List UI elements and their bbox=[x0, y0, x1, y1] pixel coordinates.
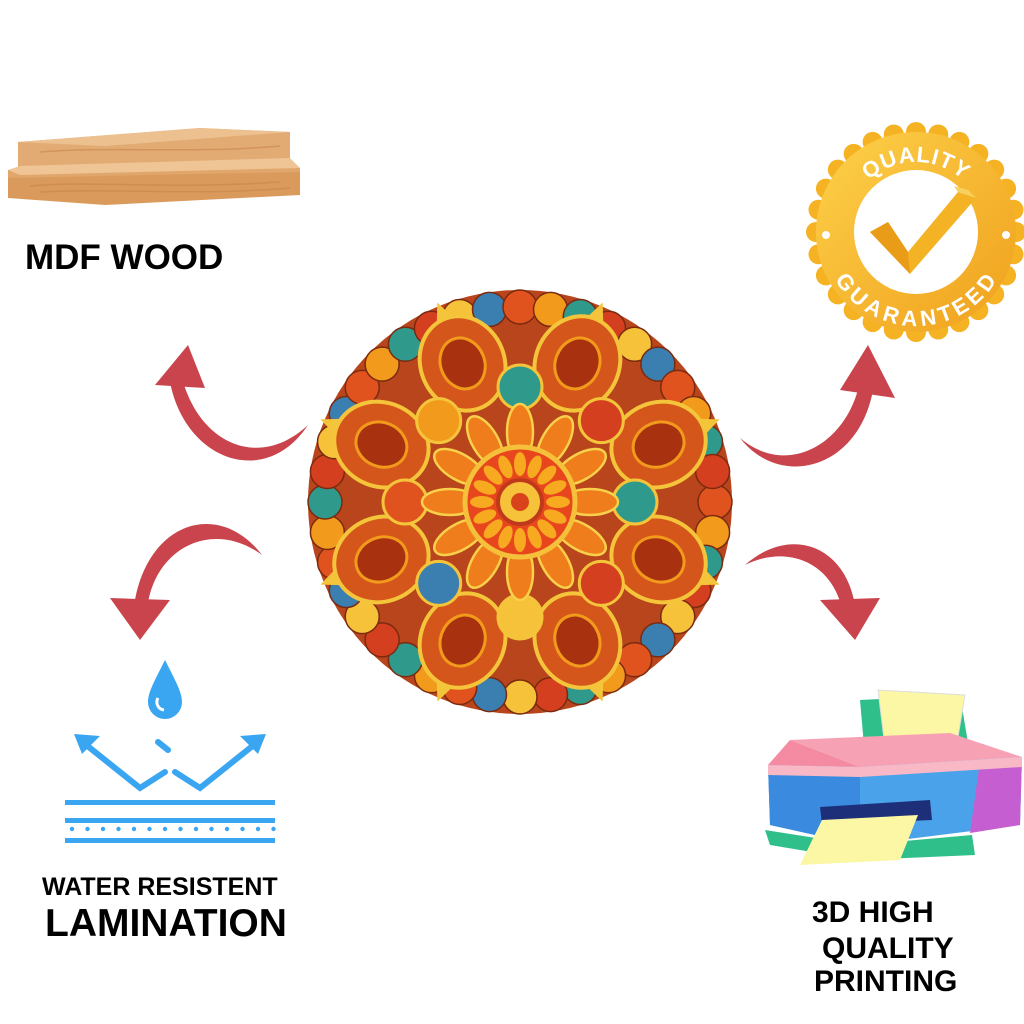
printing-label-line3: PRINTING bbox=[814, 965, 958, 998]
quality-badge-icon: QUALITY GUARANTEED bbox=[806, 122, 1024, 342]
wood-planks-icon bbox=[8, 128, 300, 205]
water-label-line2: LAMINATION bbox=[45, 902, 287, 945]
printing-label-line2: QUALITY bbox=[822, 932, 954, 965]
water-label-line1: WATER RESISTENT bbox=[42, 873, 278, 901]
printer-icon bbox=[765, 689, 1022, 865]
mdf-wood-label: MDF WOOD bbox=[25, 238, 224, 277]
water-resistant-icon bbox=[65, 660, 276, 843]
mandala-puzzle-image bbox=[307, 289, 733, 715]
printing-label-line1: 3D HIGH bbox=[812, 896, 934, 929]
